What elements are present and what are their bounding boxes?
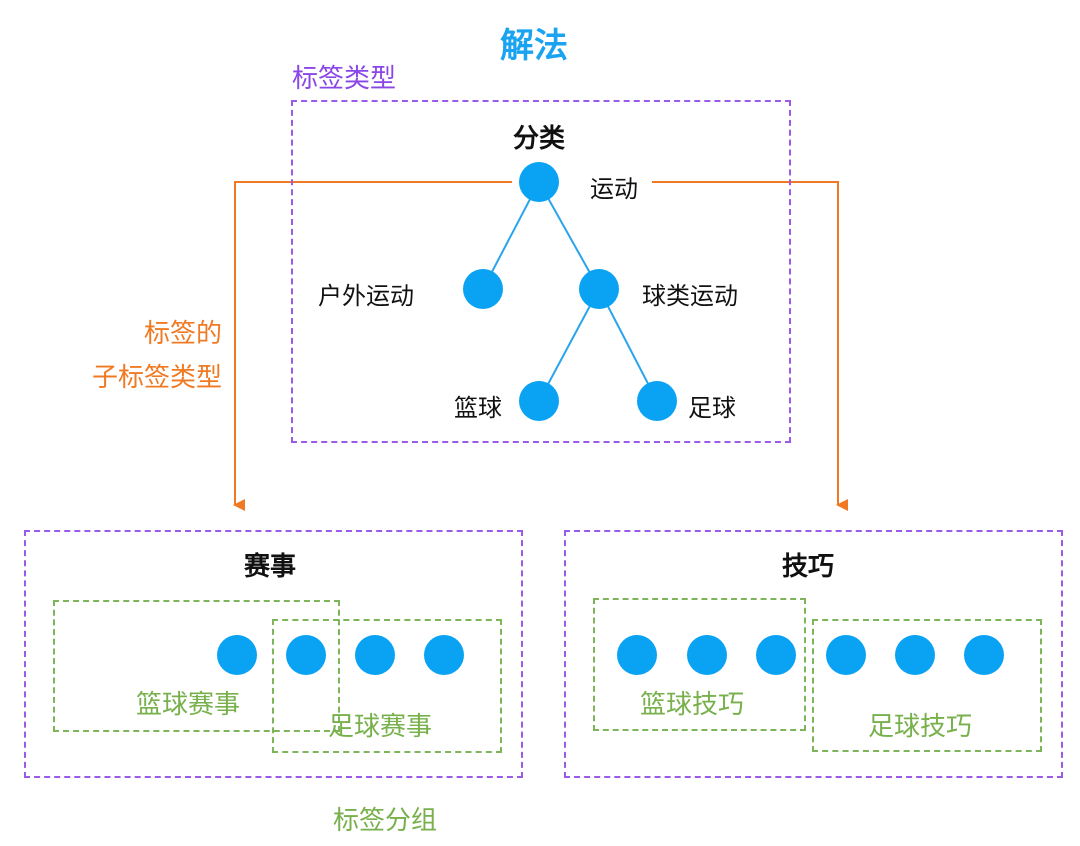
node-root-label: 运动 [590,175,638,203]
football-skills-group [812,619,1042,752]
child-tag-type-line-1: 标签的 [143,319,222,349]
node-football-label: 足球 [688,394,736,422]
child-tag-type-line-2: 子标签类型 [91,363,222,393]
events-node-3 [355,635,395,675]
skills-node-4 [826,635,866,675]
events-node-2 [286,635,326,675]
football-skills-label: 足球技巧 [868,712,973,742]
node-outdoor-label: 户外运动 [318,282,414,310]
basketball-events-label: 篮球赛事 [136,690,241,720]
skills-node-3 [756,635,796,675]
tag-type-label: 标签类型 [292,64,397,94]
events-heading: 赛事 [244,552,297,582]
arrow-to-skills [652,181,848,511]
node-ball-label: 球类运动 [642,282,738,310]
events-node-1 [217,635,257,675]
football-events-label: 足球赛事 [328,712,433,742]
node-root [519,162,559,202]
skills-node-6 [964,635,1004,675]
events-node-4 [424,635,464,675]
basketball-skills-label: 篮球技巧 [640,690,745,720]
edge-ball-basketball [538,288,600,402]
node-ball [579,269,619,309]
child-tag-type-label: 标签的 子标签类型 [66,312,222,400]
skills-node-5 [895,635,935,675]
skills-node-2 [687,635,727,675]
node-basketball [519,381,559,421]
category-heading: 分类 [513,124,566,154]
skills-box [564,530,1063,778]
basketball-skills-group [593,598,806,731]
node-basketball-label: 篮球 [454,394,502,422]
basketball-events-group [53,600,340,732]
football-events-group [272,619,502,753]
arrow-to-events [233,181,512,511]
skills-heading: 技巧 [782,552,835,582]
skills-node-1 [617,635,657,675]
node-football [637,381,677,421]
tag-group-label: 标签分组 [333,806,438,836]
category-box [291,100,791,443]
events-box [24,530,523,778]
node-outdoor [463,269,503,309]
diagram-title: 解法 [500,26,568,66]
